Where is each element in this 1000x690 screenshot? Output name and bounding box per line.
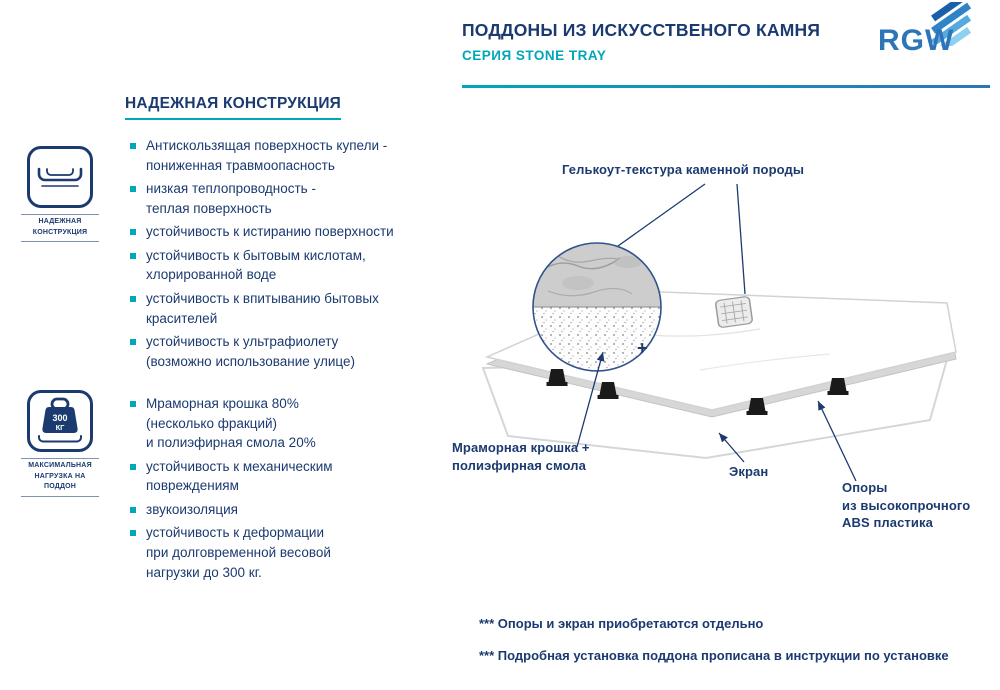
features-list-construction: Антискользящая поверхность купели - пони… [128, 136, 460, 375]
support-foot [546, 369, 568, 386]
list-item: низкая теплопроводность - теплая поверхн… [128, 179, 460, 218]
list-item: Антискользящая поверхность купели - пони… [128, 136, 460, 175]
weight-icon: 300 КГ [27, 390, 93, 452]
section-heading: НАДЕЖНАЯ КОНСТРУКЦИЯ [125, 95, 342, 120]
logo-stripes-icon [931, 2, 972, 46]
weight-value: 300 [52, 413, 67, 423]
leader-line-gelcoat [617, 183, 706, 247]
list-item: устойчивость к впитыванию бытовых красит… [128, 289, 460, 328]
series-subtitle: СЕРИЯ STONE TRAY [462, 48, 607, 63]
label-screen: Экран [729, 464, 769, 479]
list-item: устойчивость к деформации при долговреме… [128, 523, 460, 582]
badge-caption: МАКСИМАЛЬНАЯ НАГРУЗКА НА ПОДДОН [21, 458, 99, 497]
label-marble-chips: Мраморная крошка + полиэфирная смола [452, 440, 590, 473]
list-item: устойчивость к истиранию поверхности [128, 222, 460, 242]
leader-line-supports [817, 400, 857, 482]
rgw-logo: RGW [872, 2, 994, 66]
footnote: *** Подробная установка поддона прописан… [479, 648, 949, 663]
list-item: звукоизоляция [128, 500, 460, 520]
support-foot [597, 382, 619, 399]
list-item: устойчивость к ультрафиолету (возможно и… [128, 332, 460, 371]
list-item: Мраморная крошка 80% (несколько фракций)… [128, 394, 460, 453]
features-list-material: Мраморная крошка 80% (несколько фракций)… [128, 394, 460, 586]
tray-top-surface [484, 290, 957, 411]
reliable-construction-badge: НАДЕЖНАЯ КОНСТРУКЦИЯ [21, 146, 99, 242]
tray-edge [485, 297, 957, 418]
list-item: устойчивость к механическим повреждениям [128, 457, 460, 496]
leader-line-marble [576, 351, 605, 448]
page-title: ПОДДОНЫ ИЗ ИСКУССТВЕНОГО КАМНЯ [462, 20, 821, 40]
header-divider [462, 85, 990, 88]
label-gelcoat-texture: Гелькоут-текстура каменной породы [562, 162, 805, 177]
badge-caption: НАДЕЖНАЯ КОНСТРУКЦИЯ [21, 214, 99, 242]
tray-profile-icon [27, 146, 93, 208]
support-foot [827, 378, 849, 395]
leader-line-gelcoat [736, 183, 746, 295]
label-abs-supports: Опоры из высокопрочного ABS пластика [842, 480, 971, 531]
support-foot [746, 398, 768, 415]
plus-sign: + [637, 338, 648, 358]
footnote: *** Опоры и экран приобретаются отдельно [479, 616, 764, 631]
leader-line-screen [718, 432, 745, 463]
weight-unit: КГ [56, 423, 66, 432]
logo-text: RGW [878, 24, 955, 57]
list-item: устойчивость к бытовым кислотам, хлориро… [128, 246, 460, 285]
max-load-badge: 300 КГ МАКСИМАЛЬНАЯ НАГРУЗКА НА ПОДДОН [21, 390, 99, 497]
drain-cover [715, 296, 753, 328]
